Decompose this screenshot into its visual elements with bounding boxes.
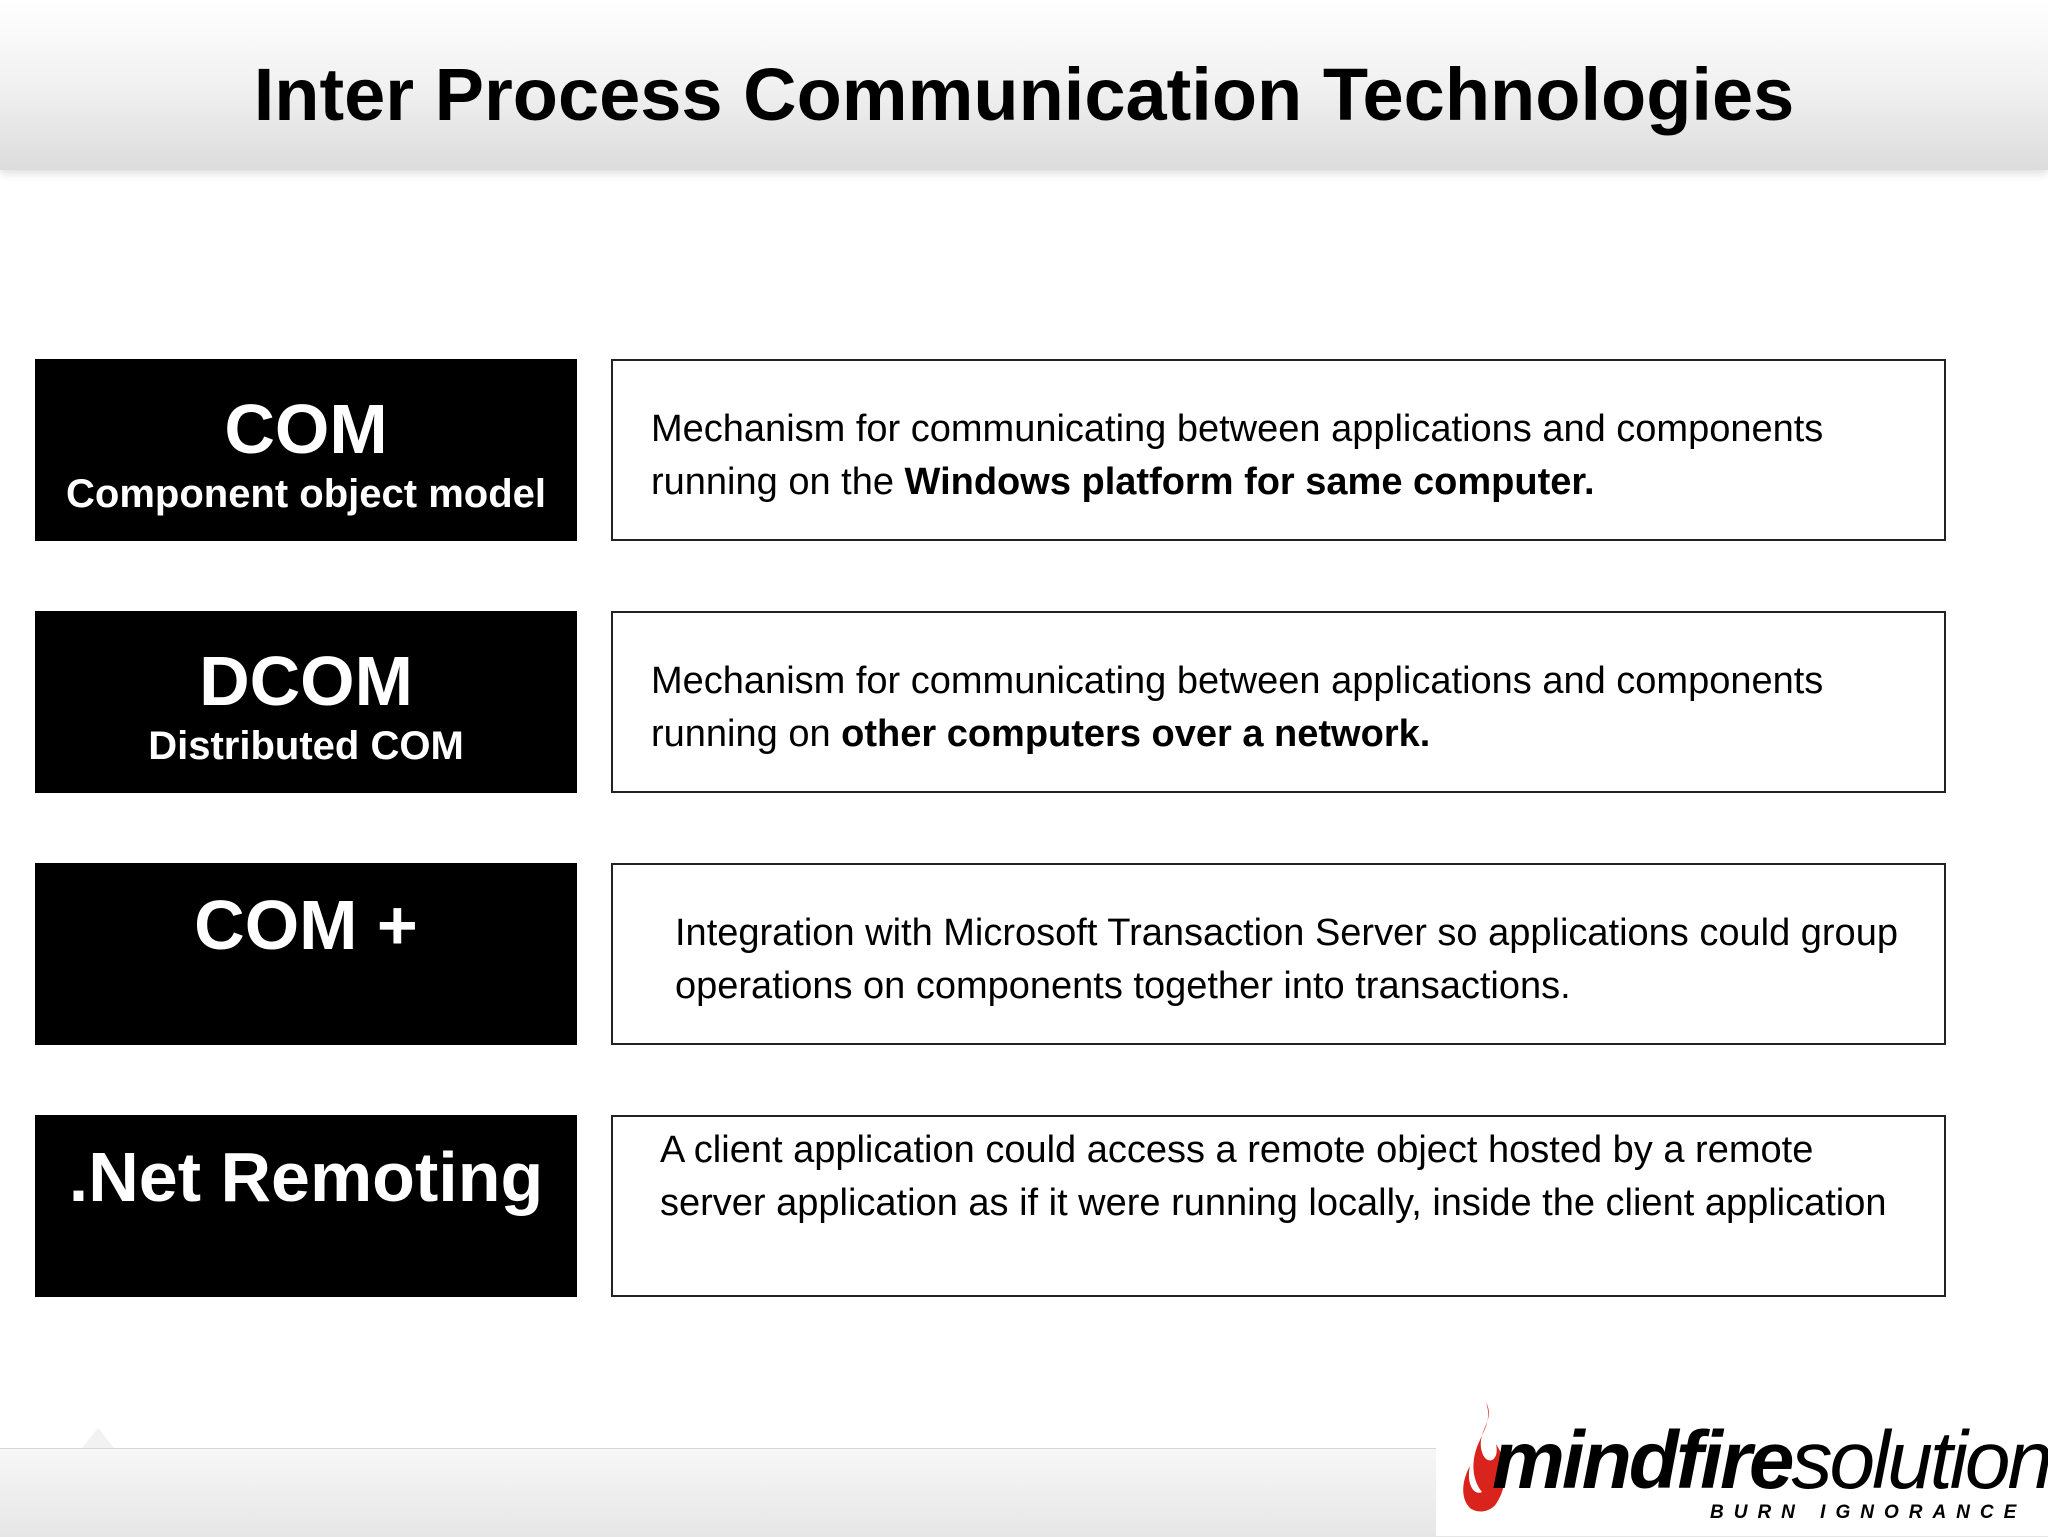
technology-label-dcom: DCOM Distributed COM [35,611,577,793]
technology-row-dcom: DCOM Distributed COM Mechanism for commu… [0,611,2048,793]
description-text: Integration with Microsoft Transaction S… [675,912,1898,1007]
logo-wordmark: mindfiresolutions [1492,1416,2048,1506]
technology-subtitle: Component object model [66,472,546,516]
mindfire-logo: mindfiresolutions BURN IGNORANCE [1436,1394,2048,1536]
slide-title: Inter Process Communication Technologies [253,53,1795,136]
technology-name: DCOM [199,642,413,720]
technology-row-com: COM Component object model Mechanism for… [0,359,2048,541]
description-text: A client application could access a remo… [660,1129,1887,1224]
logo-tagline: BURN IGNORANCE [1710,1502,2027,1523]
logo-wordmark-bold: mindfire [1492,1415,1794,1506]
technology-description-com-plus: Integration with Microsoft Transaction S… [611,863,1946,1045]
description-text: Mechanism for communicating between appl… [651,655,1921,761]
technology-description-net-remoting: A client application could access a remo… [611,1115,1946,1297]
description-plain: Mechanism for communicating between appl… [651,660,1824,755]
technology-name: COM + [194,886,418,964]
technology-subtitle: Distributed COM [148,724,464,768]
technology-description-dcom: Mechanism for communicating between appl… [611,611,1946,793]
technology-row-net-remoting: .Net Remoting A client application could… [0,1115,2048,1297]
technology-name: COM [224,390,388,468]
description-bold: other computers over a network. [841,713,1431,755]
description-plain: Mechanism for communicating between appl… [651,408,1824,503]
technology-name: .Net Remoting [68,1138,544,1216]
description-bold: Windows platform for same computer. [904,461,1595,503]
slide-header [0,0,2048,170]
technology-row-com-plus: COM + Integration with Microsoft Transac… [0,863,2048,1045]
flame-icon [1463,1402,1505,1512]
technology-label-com: COM Component object model [35,359,577,541]
technology-label-com-plus: COM + [35,863,577,1045]
technology-label-net-remoting: .Net Remoting [35,1115,577,1297]
logo-wordmark-light: solutions [1791,1415,2048,1506]
technology-description-com: Mechanism for communicating between appl… [611,359,1946,541]
description-text: Mechanism for communicating between appl… [651,403,1921,509]
footer-notch [82,1428,114,1448]
